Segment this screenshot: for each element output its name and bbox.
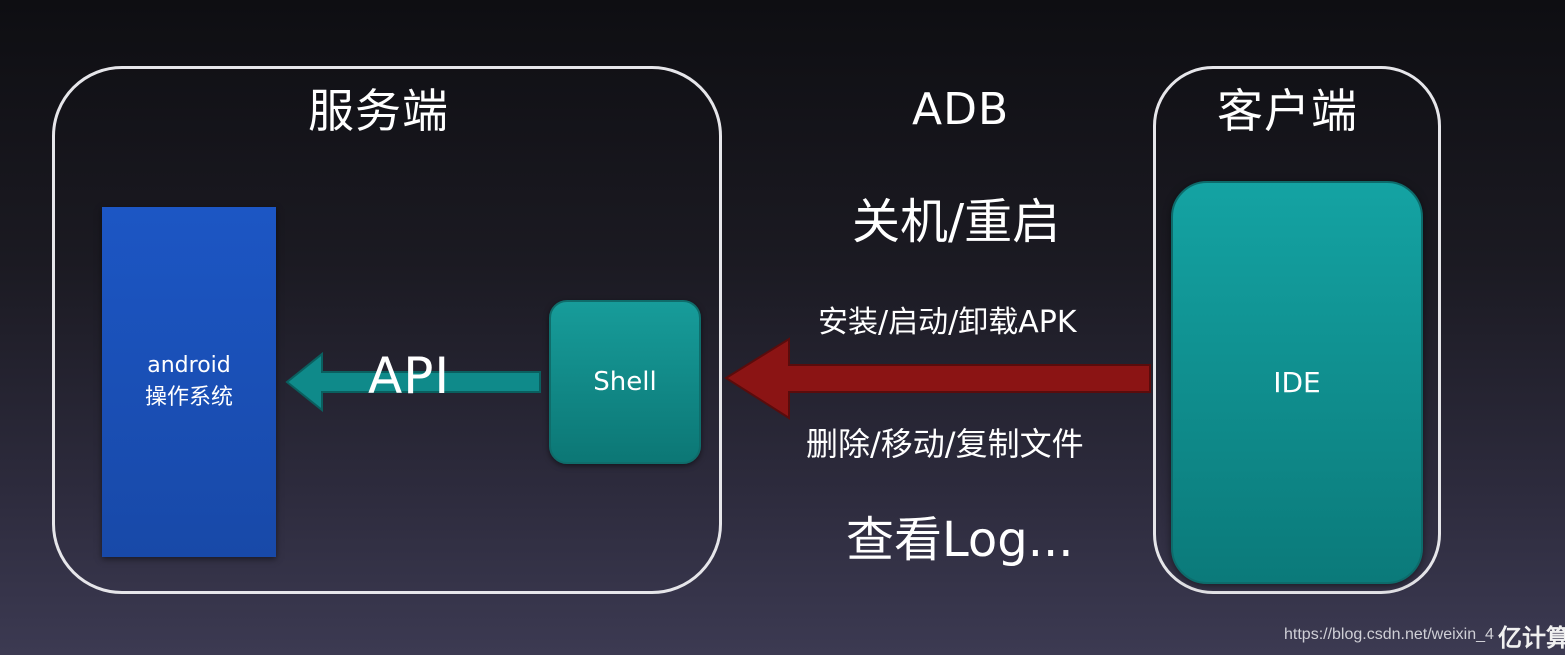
shell-block: Shell [549,300,701,464]
api-arrow [285,351,541,413]
command-log: 查看Log... [846,512,1074,568]
command-apk: 安装/启动/卸载APK [818,305,1077,340]
os-label: 操作系统 [144,385,233,410]
command-files: 删除/移动/复制文件 [806,425,1084,463]
watermark-url: https://blog.csdn.net/weixin_4 [1284,626,1494,643]
api-label: API [368,347,451,405]
android-label: android [147,353,231,379]
ide-label: IDE [1273,366,1321,399]
adb-title: ADB [912,84,1010,135]
adb-arrow [724,337,1151,420]
android-os-block: android 操作系统 [102,207,276,557]
server-title: 服务端 [308,84,449,138]
command-shutdown-reboot: 关机/重启 [852,194,1061,250]
shell-label: Shell [593,367,657,397]
client-container [1153,66,1441,594]
watermark-logo: 亿计算 [1498,624,1565,652]
client-title: 客户端 [1217,84,1358,138]
server-container [52,66,722,594]
ide-block: IDE [1171,181,1423,584]
